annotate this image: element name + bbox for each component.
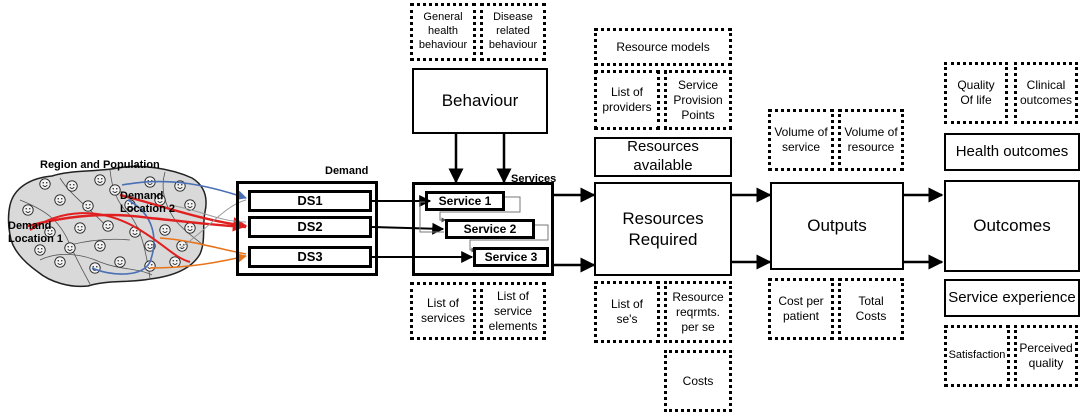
smiley-face-icon [54, 256, 66, 268]
list-of-services-box: List of services [410, 282, 476, 340]
volume-of-service-box: Volume of service [768, 109, 834, 171]
smiley-face-icon [184, 199, 196, 211]
service-1-box: Service 1 [425, 191, 505, 211]
smiley-face-icon [89, 262, 101, 274]
smiley-face-icon [74, 222, 86, 234]
list-of-providers-box: List of providers [594, 70, 660, 130]
total-costs-box: Total Costs [838, 278, 904, 340]
smiley-face-icon [94, 240, 106, 252]
perceived-quality-box: Perceived quality [1014, 325, 1078, 387]
behaviour-box: Behaviour [412, 68, 548, 134]
demand-flow-arrows [27, 180, 248, 275]
demand-label: Demand [325, 165, 369, 177]
demand-location-1-label: Demand Location 1 [8, 220, 64, 246]
list-of-service-elements-box: List of service elements [480, 282, 546, 340]
smiley-face-icon [82, 200, 94, 212]
volume-of-resource-box: Volume of resource [838, 109, 904, 171]
smiley-face-icon [44, 226, 56, 238]
ds3-box: DS3 [248, 246, 372, 268]
outputs-to-outcomes-arrows [904, 187, 944, 270]
outputs-box: Outputs [770, 182, 904, 270]
smiley-face-icon [64, 242, 76, 254]
list-of-ses-box: List of se's [594, 281, 660, 343]
ds2-box: DS2 [248, 216, 372, 238]
resources-to-outputs-arrows [732, 187, 772, 270]
quality-of-life-box: Quality Of life [944, 62, 1008, 124]
smiley-face-icon [39, 178, 51, 190]
disease-related-behaviour-box: Disease related behaviour [480, 3, 546, 61]
region-title: Region and Population [40, 159, 160, 171]
service-experience-box: Service experience [944, 279, 1080, 317]
cost-per-patient-box: Cost per patient [768, 278, 834, 340]
services-group [412, 182, 554, 276]
health-outcomes-box: Health outcomes [944, 133, 1080, 171]
clinical-outcomes-box: Clinical outcomes [1014, 62, 1078, 124]
demand-location-2-label: Demand Location 2 [120, 190, 176, 216]
service-interlinks [419, 196, 549, 253]
smiley-face-icon [54, 194, 66, 206]
outcomes-box: Outcomes [944, 180, 1080, 272]
smiley-face-icon [22, 204, 34, 216]
ds-to-service-arrows [371, 195, 474, 263]
smiley-face-icon [144, 240, 156, 252]
smiley-face-icon [176, 240, 188, 252]
service-3-box: Service 3 [473, 247, 549, 267]
general-health-behaviour-box: General health behaviour [410, 3, 476, 61]
resources-required-box: Resources Required [594, 182, 732, 276]
ds1-box: DS1 [248, 190, 372, 212]
demand-group [236, 181, 378, 276]
service-2-box: Service 2 [445, 219, 535, 239]
smiley-face-icon [169, 256, 181, 268]
satisfaction-box: Satisfaction [944, 325, 1010, 387]
resources-available-box: Resources available [594, 137, 732, 177]
costs-box: Costs [664, 350, 732, 412]
resource-requirements-box: Resource reqrmts. per se [664, 281, 732, 343]
behaviour-to-services-arrows [448, 134, 512, 184]
resource-models-box: Resource models [594, 28, 732, 66]
smiley-face-icon [102, 220, 114, 232]
smiley-face-icon [109, 184, 121, 196]
service-provision-points-box: Service Provision Points [664, 70, 732, 130]
smiley-face-icon [66, 180, 78, 192]
smiley-face-icon [94, 174, 106, 186]
services-to-resources-arrows [553, 187, 596, 273]
smiley-face-icon [159, 224, 171, 236]
smiley-face-icon [184, 222, 196, 234]
smiley-face-icon [114, 256, 126, 268]
smiley-face-icon [34, 244, 46, 256]
